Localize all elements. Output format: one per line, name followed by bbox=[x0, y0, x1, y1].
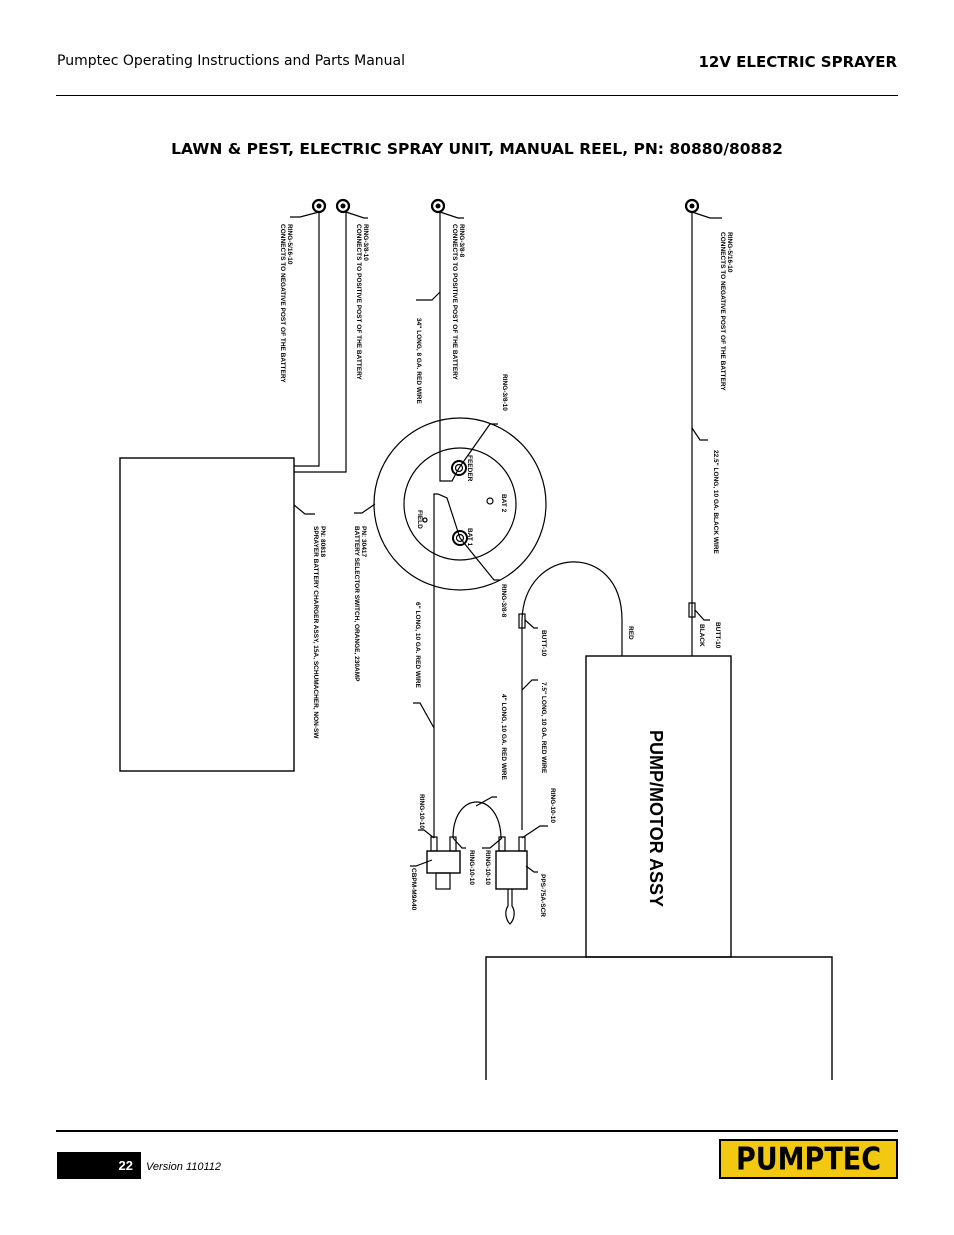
label-wire-6: 6" LONG, 10 GA. RED WIRE bbox=[414, 602, 421, 688]
wire-4-jumper bbox=[452, 801, 502, 839]
label-pump-motor: PUMP/MOTOR ASSY bbox=[646, 730, 666, 907]
label-switch-desc: BATTERY SELECTOR SWITCH, ORANGE, 230AMP bbox=[353, 526, 360, 682]
wire-red-arc bbox=[521, 561, 623, 830]
leader-toggle bbox=[525, 865, 538, 873]
leader-ring-switch-top bbox=[458, 423, 498, 469]
leader-breaker bbox=[410, 859, 433, 867]
toggle-term-1 bbox=[498, 836, 506, 852]
leader-ring-sw bbox=[521, 825, 548, 839]
leader-switch-pn bbox=[354, 503, 376, 514]
butt-red-connector bbox=[518, 613, 526, 629]
leader-wire-75 bbox=[521, 679, 538, 691]
label-ring-switch-top: RING-3/8-10 bbox=[501, 374, 508, 411]
leader-ring-pos-a bbox=[345, 211, 368, 219]
bat2-post bbox=[486, 497, 494, 505]
label-ring-pos-b: RING-3/8-8 bbox=[458, 224, 465, 258]
version-label: Version 110112 bbox=[146, 1161, 222, 1173]
charger-box bbox=[119, 457, 295, 772]
label-connects-pos-a: CONNECTS TO POSITIVE POST OF THE BATTERY bbox=[355, 224, 362, 381]
label-charger-desc: SPRAYER BATTERY CHARGER ASSY, 15A, SCHUM… bbox=[312, 526, 319, 739]
leader-butt-black bbox=[694, 609, 710, 621]
breaker-term-2 bbox=[449, 836, 457, 852]
pump-motor-box bbox=[585, 655, 732, 958]
pumptec-logo: PUMPTEC bbox=[719, 1139, 898, 1179]
label-red: RED bbox=[627, 626, 634, 640]
label-ring-switch-bottom: RING-3/8-8 bbox=[500, 584, 507, 618]
base-box bbox=[485, 956, 833, 1080]
label-toggle: PPS-75A-SCR bbox=[539, 874, 546, 917]
label-ring-cb1: RING-10-10 bbox=[418, 794, 425, 829]
leader-ring-neg-b bbox=[691, 211, 722, 219]
label-charger-pn: PN: 80818 bbox=[319, 526, 326, 557]
leader-ring-pos-b bbox=[439, 211, 464, 219]
leader-ring-neg-a bbox=[290, 211, 320, 218]
toggle-body bbox=[495, 850, 528, 890]
switch-outer bbox=[373, 417, 547, 591]
label-feeder: FEEDER bbox=[466, 455, 473, 482]
footer-rule bbox=[56, 1130, 898, 1132]
leader-butt-red bbox=[524, 619, 538, 629]
page-number: 22 bbox=[57, 1152, 141, 1179]
label-wire-22: 22.5" LONG, 10 GA. BLACK WIRE bbox=[712, 450, 719, 555]
product-title: 12V ELECTRIC SPRAYER bbox=[698, 53, 897, 71]
feeder-post bbox=[451, 460, 467, 476]
label-connects-neg-b: CONNECTS TO NEGATIVE POST OF THE BATTERY bbox=[719, 232, 726, 391]
bat1-post bbox=[452, 530, 468, 546]
switch-inner bbox=[403, 447, 517, 561]
label-connects-pos-b: CONNECTS TO POSITIVE POST OF THE BATTERY bbox=[451, 224, 458, 381]
label-ring-neg-b: RING-5/16-10 bbox=[726, 232, 733, 273]
wire-34-in bbox=[439, 212, 460, 482]
label-black: BLACK bbox=[698, 624, 705, 647]
label-bat1: BAT 1 bbox=[466, 528, 473, 547]
leader-wire-22 bbox=[691, 427, 708, 441]
toggle-lever bbox=[505, 889, 515, 925]
breaker-term-1 bbox=[430, 836, 438, 852]
leader-wire-34 bbox=[416, 291, 441, 301]
feeder-post-inner bbox=[454, 463, 464, 473]
leader-ring-cb2 bbox=[452, 837, 466, 849]
manual-title: Pumptec Operating Instructions and Parts… bbox=[57, 53, 406, 69]
charger-pos-lead bbox=[294, 212, 347, 473]
breaker-body bbox=[426, 850, 461, 874]
leader-charger-pn bbox=[293, 504, 315, 515]
leader-ring-switch-bottom bbox=[459, 537, 500, 581]
label-switch-pn: PN: 30417 bbox=[360, 526, 367, 557]
label-bat2: BAT 2 bbox=[500, 494, 507, 513]
label-wire-34: 34" LONG, 8 GA. RED WIRE bbox=[415, 318, 422, 404]
label-breaker: CBPM-M9A40 bbox=[410, 868, 417, 911]
bat1-post-inner bbox=[455, 533, 465, 543]
toggle-term-2 bbox=[518, 836, 526, 852]
label-field: FIELD bbox=[416, 510, 423, 529]
leader-ring-cb3 bbox=[482, 837, 503, 849]
field-post bbox=[422, 517, 428, 523]
charger-neg-lead bbox=[294, 212, 320, 467]
label-ring-cb2: RING-10-10 bbox=[468, 850, 475, 885]
label-wire-4: 4" LONG, 10 GA. RED WIRE bbox=[500, 694, 507, 780]
logo-text: PUMPTEC bbox=[735, 1141, 882, 1177]
wire-6-red bbox=[433, 493, 461, 838]
breaker-button bbox=[435, 872, 451, 890]
label-wire-75: 7.5" LONG, 10 GA. RED WIRE bbox=[540, 682, 547, 774]
page-title: LAWN & PEST, ELECTRIC SPRAY UNIT, MANUAL… bbox=[171, 140, 783, 158]
leader-wire-4 bbox=[475, 796, 497, 807]
header-rule bbox=[56, 95, 898, 96]
label-connects-neg-a: CONNECTS TO NEGATIVE POST OF THE BATTERY bbox=[279, 224, 286, 383]
leader-wire-6 bbox=[413, 702, 435, 729]
label-butt-red: BUTT-10 bbox=[540, 630, 547, 657]
label-ring-neg-a: RING-5/16-10 bbox=[286, 224, 293, 265]
label-butt-black: BUTT-10 bbox=[714, 622, 721, 649]
label-ring-cb3: RING-10-10 bbox=[484, 850, 491, 885]
label-ring-sw: RING-10-10 bbox=[549, 788, 556, 823]
label-ring-pos-a: RING-3/8-10 bbox=[362, 224, 369, 261]
leader-ring-cb1 bbox=[418, 829, 435, 839]
